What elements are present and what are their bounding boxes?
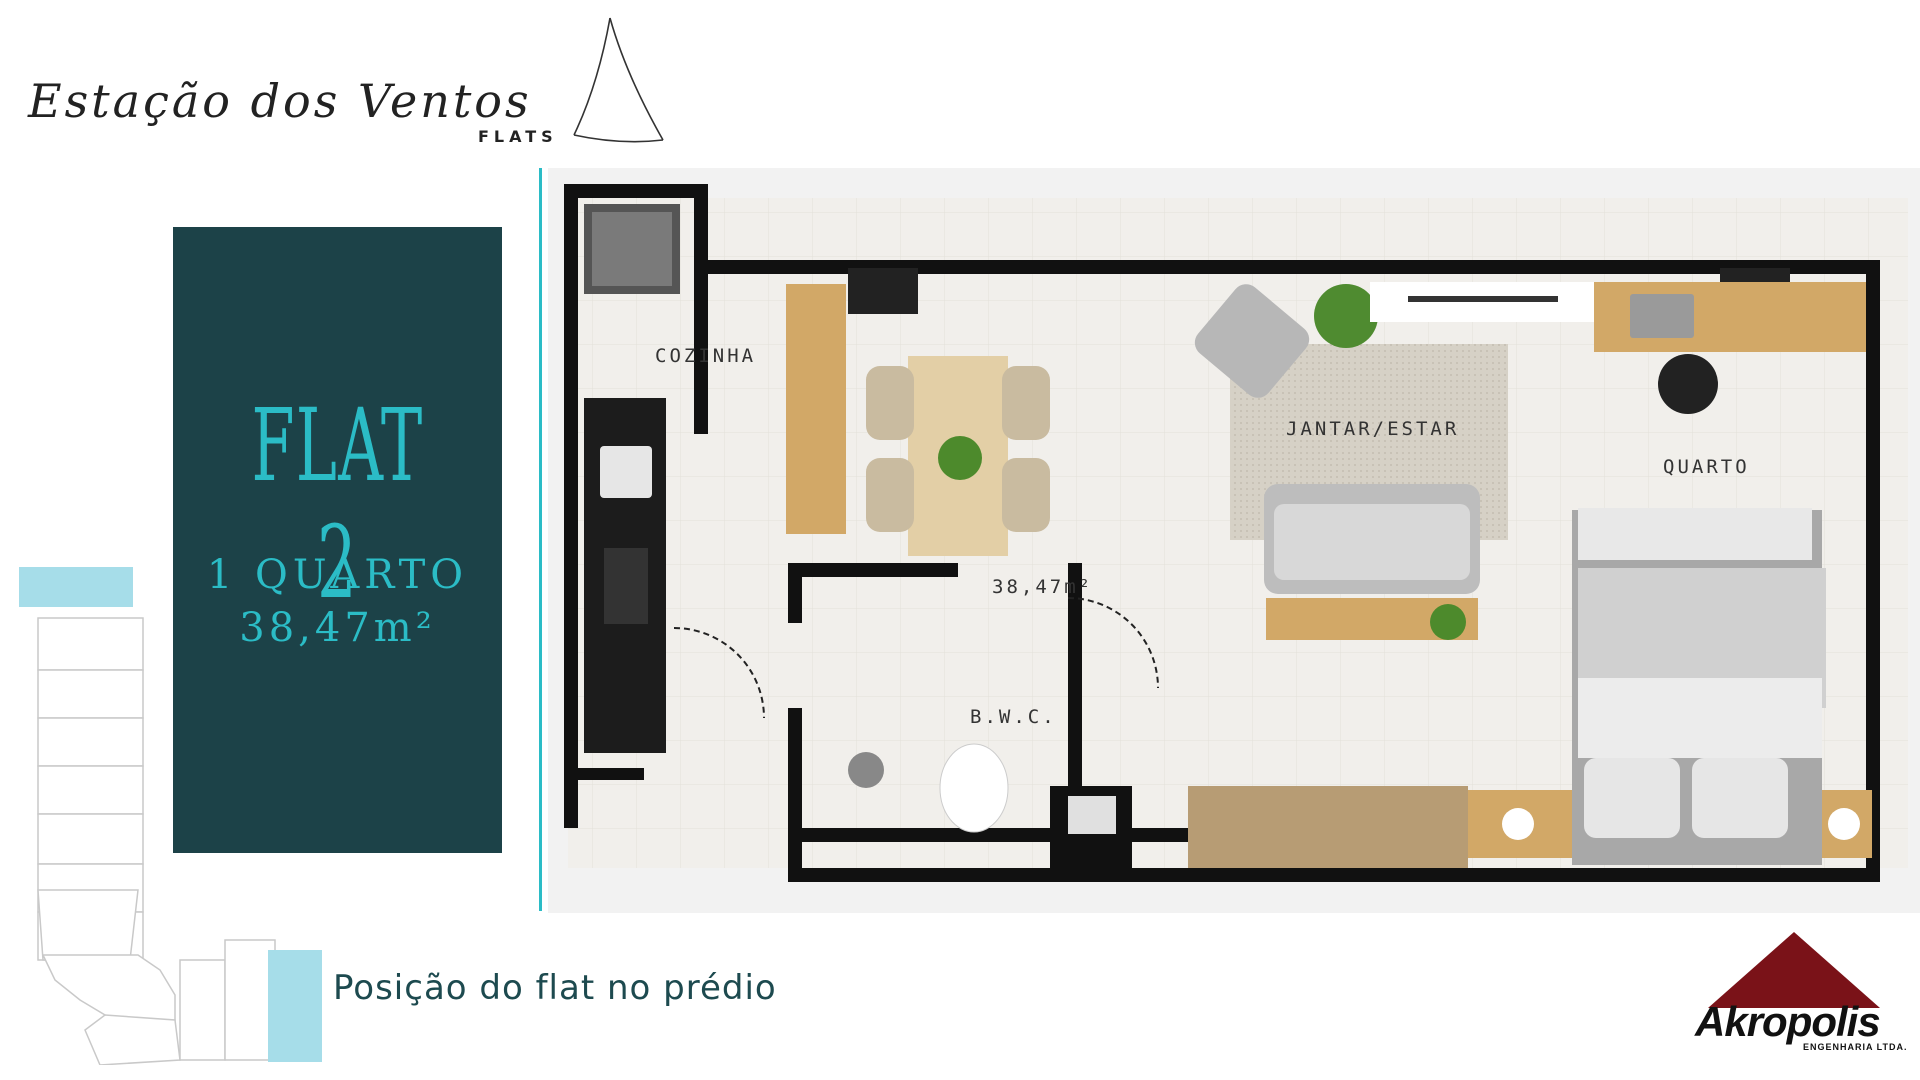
wardrobe	[1188, 786, 1468, 868]
logo-subtitle: FLATS	[478, 127, 558, 146]
shower-icon	[848, 752, 884, 788]
plant-icon	[938, 436, 982, 480]
walls	[564, 184, 1880, 882]
toilet-icon	[939, 743, 1009, 833]
flat-highlight-bottom	[268, 950, 322, 1062]
armchair-icon	[1194, 284, 1310, 398]
brand-name: Akropolis	[1695, 998, 1881, 1045]
room-label-bedroom: QUARTO	[1663, 456, 1750, 478]
laptop-icon	[1630, 294, 1694, 338]
brand-logo-icon	[1708, 932, 1880, 1008]
brand-tagline: ENGENHARIA LTDA.	[1803, 1042, 1908, 1052]
flat-rooms: 1 QUARTO	[206, 552, 469, 598]
cooktop-icon	[604, 548, 648, 624]
sink-icon	[600, 446, 652, 498]
chair-icon	[1658, 354, 1718, 414]
building-outline	[19, 567, 322, 1065]
tv-icon	[1408, 296, 1558, 302]
room-label-bathroom: B.W.C.	[970, 706, 1057, 728]
position-caption: Posição do flat no prédio	[333, 968, 777, 1008]
floor-area-label: 38,47m²	[992, 576, 1094, 598]
room-label-living: JANTAR/ESTAR	[1286, 418, 1460, 440]
logo-title: Estação dos Ventos	[28, 74, 532, 128]
accent-divider	[539, 168, 542, 911]
flat-title: FLAT 2	[251, 387, 424, 621]
room-label-kitchen: COZINHA	[655, 345, 757, 367]
floor-plan	[548, 168, 1920, 913]
flat-area: 38,47m²	[239, 605, 436, 651]
kitchen-bar	[786, 284, 846, 534]
flat-info-panel: FLAT 2 1 QUARTO 38,47m²	[173, 227, 502, 853]
flat-highlight-top	[19, 567, 133, 607]
sail-icon	[573, 17, 664, 143]
